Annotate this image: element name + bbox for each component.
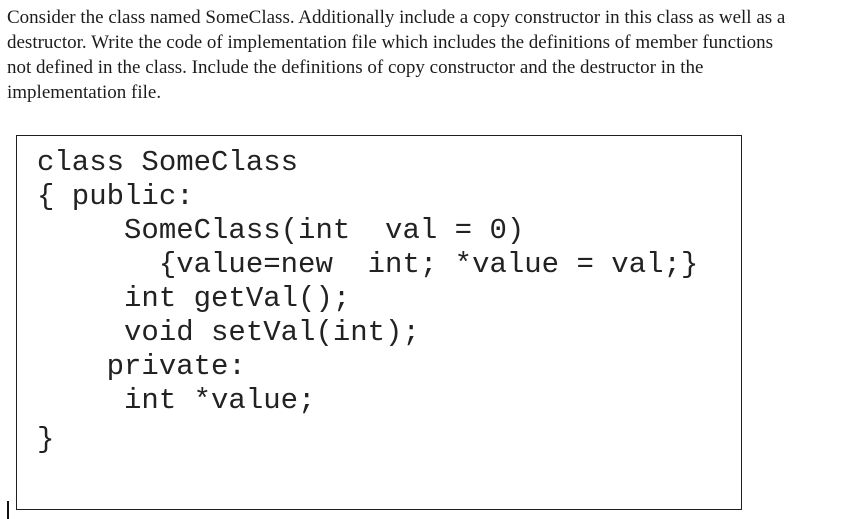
- code-line: int *value;: [37, 384, 316, 417]
- question-line: implementation file.: [7, 82, 162, 103]
- code-box: class SomeClass { public: SomeClass(int …: [16, 135, 742, 510]
- text-cursor: [7, 501, 9, 519]
- question-text: Consider the class named SomeClass. Addi…: [7, 5, 785, 105]
- code-line: SomeClass(int val = 0): [37, 214, 525, 247]
- code-line: class SomeClass: [37, 146, 299, 179]
- question-line: not defined in the class. Include the de…: [7, 57, 704, 78]
- code-line: {value=new int; *value = val;}: [37, 248, 699, 281]
- code-line: { public:: [37, 180, 194, 213]
- code-line: private:: [37, 350, 246, 383]
- code-line: void setVal(int);: [37, 316, 420, 349]
- code-line: int getVal();: [37, 282, 351, 315]
- code-line: }: [37, 423, 55, 456]
- question-line: Consider the class named SomeClass. Addi…: [7, 7, 786, 28]
- question-line: destructor. Write the code of implementa…: [7, 32, 774, 53]
